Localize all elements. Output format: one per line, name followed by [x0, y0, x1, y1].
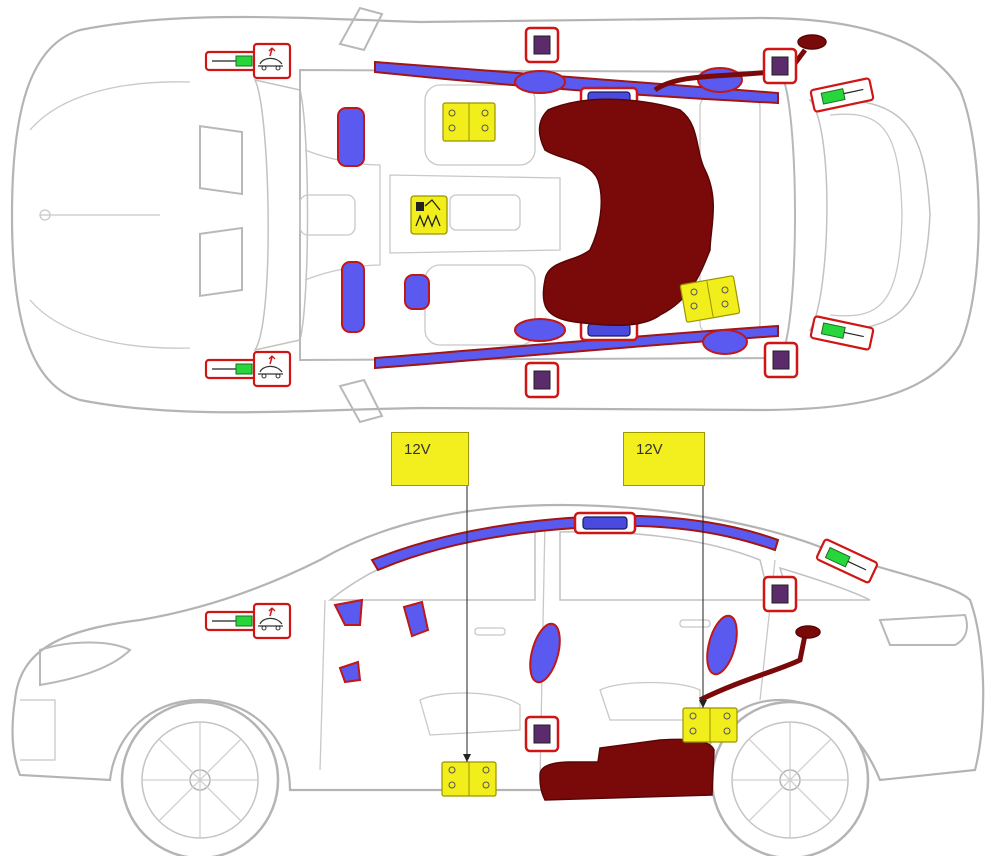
windshield: [253, 78, 309, 352]
front-seat-side: [419, 692, 521, 736]
gas-generator-top-2: [762, 47, 798, 85]
headlight: [39, 641, 132, 687]
gas-generator-side-1: [762, 575, 798, 613]
driver-knee-airbag: [341, 261, 365, 333]
battery-side-front: [441, 761, 497, 797]
hood-vent-left: [199, 124, 243, 196]
side-view: [11, 484, 985, 856]
mirror-left: [338, 6, 384, 52]
gas-strut-tailgate-right: [809, 315, 875, 351]
rear-window: [808, 98, 931, 332]
curtain-airbag-left: [374, 60, 779, 105]
tail-light: [878, 613, 968, 646]
battery-callout-rear-label: 12V: [636, 441, 663, 458]
gas-generator-top-1: [524, 26, 560, 64]
side-airbag-front-side: [529, 622, 561, 684]
hood-lift-icon-top-left: [252, 42, 292, 80]
quarter-window: [778, 566, 871, 601]
gas-generator-side-2: [524, 715, 560, 753]
gas-generator-top-3: [763, 341, 799, 379]
top-view: [10, 6, 980, 424]
hood-lift-icon-top-right: [252, 350, 292, 388]
front-wheel: [120, 700, 280, 856]
passenger-airbag: [337, 107, 365, 167]
fuel-filler-pipe-side: [698, 634, 808, 703]
battery-callout-front: 12V: [391, 432, 469, 486]
knee-airbag-side: [338, 660, 362, 684]
hood-vent-right: [199, 226, 243, 298]
mirror-right: [338, 378, 384, 424]
driver-airbag: [404, 274, 430, 310]
side-airbag-front-left: [514, 70, 566, 94]
fuel-cap-top: [797, 34, 827, 50]
gas-strut-hood-left: [204, 50, 258, 72]
side-airbag-rear-left: [697, 67, 743, 93]
fuel-cap-side: [795, 625, 821, 639]
fuel-tank-top: [538, 98, 714, 326]
side-airbag-rear-right: [702, 329, 748, 355]
control-unit-icon: [410, 195, 448, 235]
gas-strut-tailgate-side: [815, 538, 879, 584]
gas-generator-top-4: [524, 361, 560, 399]
gas-strut-hood-side: [204, 610, 258, 632]
battery-callout-rear: 12V: [623, 432, 705, 486]
front-seat-left: [424, 84, 536, 166]
driver-airbag-side: [402, 600, 430, 638]
side-airbag-rear-side: [706, 614, 738, 676]
gas-strut-tailgate-left: [809, 77, 875, 113]
rear-wheel: [710, 700, 870, 856]
battery-callout-front-label: 12V: [404, 441, 431, 458]
battery-top-rear: [679, 275, 741, 323]
battery-side-rear: [682, 707, 738, 743]
gas-strut-hood-right: [204, 358, 258, 380]
curtain-airbag-right: [374, 324, 779, 370]
hood-lift-icon-side: [252, 602, 292, 640]
gas-generator-curtain-side: [573, 511, 637, 535]
side-airbag-front-right: [514, 318, 566, 342]
battery-top-front: [442, 102, 496, 142]
passenger-airbag-side: [333, 598, 364, 626]
